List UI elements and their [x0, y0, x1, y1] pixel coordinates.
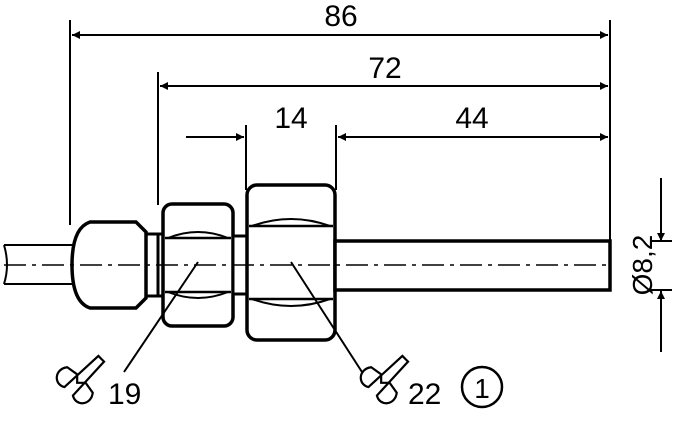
wrench-icon — [359, 354, 410, 405]
wrench-size-small: 19 — [108, 378, 141, 411]
extension-lines — [69, 20, 611, 240]
dim-label-probe-length: 44 — [455, 102, 488, 135]
dim-label-body: 72 — [368, 52, 401, 85]
callout-number: 1 — [474, 373, 490, 404]
dim-label-nut-width: 14 — [274, 102, 307, 135]
dim-label-overall: 86 — [324, 0, 357, 33]
wrench-size-large: 22 — [408, 378, 441, 411]
dim-label-diameter: Ø8,2 — [627, 235, 658, 296]
leader-lines — [123, 261, 363, 373]
dimension-lines — [72, 31, 672, 352]
callout-circle — [460, 365, 504, 409]
wrench-icon — [55, 354, 106, 405]
